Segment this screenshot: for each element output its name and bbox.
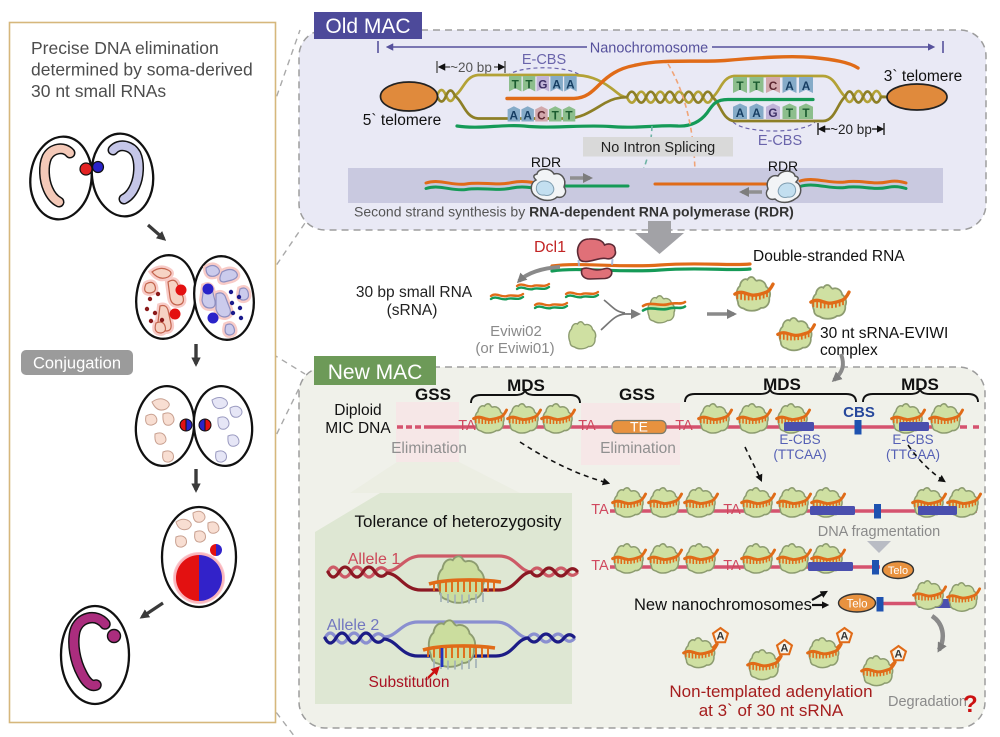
svg-text:~20 bp: ~20 bp xyxy=(450,60,492,75)
svg-text:A: A xyxy=(552,78,561,92)
svg-text:(sRNA): (sRNA) xyxy=(387,302,438,319)
svg-text:30 nt small RNAs: 30 nt small RNAs xyxy=(31,81,166,101)
svg-text:complex: complex xyxy=(820,342,878,359)
svg-text:Substitution: Substitution xyxy=(369,674,450,691)
svg-text:Diploid: Diploid xyxy=(334,402,381,419)
svg-text:E-CBS: E-CBS xyxy=(758,133,802,149)
svg-text:(TTCAA): (TTCAA) xyxy=(773,447,826,462)
svg-text:T: T xyxy=(512,78,520,92)
svg-text:TA: TA xyxy=(591,558,609,574)
svg-text:TA: TA xyxy=(591,502,609,518)
svg-text:~20 bp: ~20 bp xyxy=(830,122,872,137)
svg-text:T: T xyxy=(525,78,533,92)
svg-text:MDS: MDS xyxy=(901,375,939,394)
svg-text:A: A xyxy=(736,106,745,120)
svg-text:G: G xyxy=(538,78,547,92)
svg-text:Nanochromosome: Nanochromosome xyxy=(590,41,708,57)
svg-text:MDS: MDS xyxy=(763,375,801,394)
svg-text:30 nt sRNA-EVIWI: 30 nt sRNA-EVIWI xyxy=(820,325,948,342)
svg-text:A: A xyxy=(785,79,794,93)
svg-text:Eviwi02: Eviwi02 xyxy=(490,323,542,340)
svg-text:Second strand synthesis by RNA: Second strand synthesis by RNA-dependent… xyxy=(354,204,794,220)
svg-text:Non-templated adenylation: Non-templated adenylation xyxy=(669,682,872,701)
svg-text:5` telomere: 5` telomere xyxy=(363,112,441,129)
svg-text:TA: TA xyxy=(578,418,596,434)
svg-text:New nanochromosomes: New nanochromosomes xyxy=(634,596,812,614)
svg-text:MIC DNA: MIC DNA xyxy=(325,420,391,437)
svg-text:A: A xyxy=(752,106,761,120)
svg-text:A: A xyxy=(523,109,532,123)
svg-text:GSS: GSS xyxy=(415,385,451,404)
svg-text:Allele 2: Allele 2 xyxy=(327,617,380,634)
svg-text:RDR: RDR xyxy=(531,154,561,170)
svg-text:Telo: Telo xyxy=(888,565,908,577)
svg-text:T: T xyxy=(753,79,761,93)
svg-text:at 3` of 30 nt sRNA: at 3` of 30 nt sRNA xyxy=(699,701,844,720)
svg-text:E-CBS: E-CBS xyxy=(892,432,933,447)
svg-text:Allele 1: Allele 1 xyxy=(348,551,401,568)
svg-text:30 bp small RNA: 30 bp small RNA xyxy=(356,284,473,301)
svg-text:Elimination: Elimination xyxy=(391,440,467,457)
svg-text:T: T xyxy=(802,106,810,120)
svg-text:Old MAC: Old MAC xyxy=(325,15,410,38)
svg-text:C: C xyxy=(537,109,546,123)
svg-text:3` telomere: 3` telomere xyxy=(884,68,962,85)
svg-text:T: T xyxy=(736,79,744,93)
svg-text:C: C xyxy=(769,79,778,93)
svg-text:Dcl1: Dcl1 xyxy=(534,239,566,256)
svg-text:Elimination: Elimination xyxy=(600,440,676,457)
svg-text:Conjugation: Conjugation xyxy=(33,355,121,373)
svg-text:A: A xyxy=(566,78,575,92)
svg-text:Telo: Telo xyxy=(846,599,867,611)
svg-text:Double-stranded RNA: Double-stranded RNA xyxy=(753,248,905,265)
svg-text:TA: TA xyxy=(675,418,693,434)
svg-text:E-CBS: E-CBS xyxy=(779,432,820,447)
svg-text:CBS: CBS xyxy=(843,404,875,421)
svg-text:TE: TE xyxy=(630,419,648,435)
svg-text:A: A xyxy=(802,79,811,93)
svg-text:Degradation: Degradation xyxy=(888,694,967,710)
svg-text:Tolerance of heterozygosity: Tolerance of heterozygosity xyxy=(355,512,562,531)
svg-text:New MAC: New MAC xyxy=(328,361,423,384)
svg-text:(TTGAA): (TTGAA) xyxy=(886,447,940,462)
svg-text:GSS: GSS xyxy=(619,385,655,404)
svg-text:DNA fragmentation: DNA fragmentation xyxy=(818,524,941,540)
svg-text:T: T xyxy=(786,106,794,120)
svg-text:TA: TA xyxy=(723,502,741,518)
svg-text:T: T xyxy=(565,109,573,123)
svg-text:determined by soma-derived: determined by soma-derived xyxy=(31,60,253,80)
svg-text:(or Eviwi01): (or Eviwi01) xyxy=(475,340,554,357)
svg-text:TA: TA xyxy=(723,558,741,574)
svg-text:No Intron Splicing: No Intron Splicing xyxy=(601,140,715,156)
svg-text:A: A xyxy=(510,109,519,123)
svg-text:MDS: MDS xyxy=(507,376,545,395)
svg-text:E-CBS: E-CBS xyxy=(522,52,566,68)
svg-text:G: G xyxy=(768,106,777,120)
svg-text:Precise DNA elimination: Precise DNA elimination xyxy=(31,38,219,58)
svg-text:TA: TA xyxy=(458,418,476,434)
svg-text:RDR: RDR xyxy=(768,158,798,174)
svg-text:?: ? xyxy=(963,691,978,718)
svg-text:T: T xyxy=(552,109,560,123)
